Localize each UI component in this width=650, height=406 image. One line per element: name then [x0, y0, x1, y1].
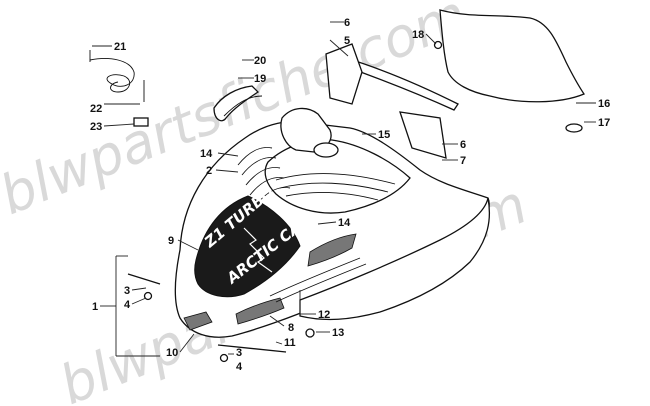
callout-16: 16: [598, 98, 610, 110]
callout-6-upper: 6: [344, 17, 350, 29]
hood-handle-grip: [223, 95, 263, 117]
bracket-23: [133, 117, 149, 127]
hood-assembly: Z1 TURBO ARCTIC CAT: [174, 107, 491, 338]
callout-4-upper: 4: [124, 299, 131, 311]
front-grille-left: [183, 311, 213, 331]
callout-4-lower: 4: [236, 361, 243, 373]
callout-18: 18: [412, 29, 424, 41]
pin-11: [217, 344, 287, 353]
callout-19: 19: [254, 73, 266, 85]
decal-lightning: [243, 227, 273, 273]
callout-2: 2: [206, 165, 212, 177]
callout-22: 22: [90, 103, 102, 115]
side-grille: [307, 233, 357, 267]
windshield: [439, 9, 585, 103]
gauge-bezel: [313, 142, 339, 158]
callout-3-lower: 3: [236, 347, 242, 359]
front-grille-center: [235, 297, 285, 325]
callout-5: 5: [344, 35, 350, 47]
windshield-side-panel-upper: [325, 43, 363, 105]
leader-lines: [92, 21, 596, 357]
screw-18: [433, 40, 443, 50]
callout-11: 11: [284, 337, 296, 349]
side-stripes: [269, 257, 367, 303]
callout-1: 1: [92, 301, 98, 313]
callout-17: 17: [598, 117, 610, 129]
callout-13: 13: [332, 327, 344, 339]
callout-21: 21: [114, 41, 126, 53]
callout-10: 10: [166, 347, 178, 359]
callout-6-lower: 6: [460, 139, 466, 151]
hood-vent-ribs: [275, 173, 396, 201]
windshield-side-panel-lower: [399, 111, 447, 159]
callouts: 21 22 23 20 19 6 5 18 16 17 15 6 7 14 2 …: [90, 17, 610, 373]
grommet-17: [565, 123, 583, 133]
callout-9: 9: [168, 235, 174, 247]
callout-14-lower: 14: [338, 217, 351, 229]
callout-23: 23: [90, 121, 102, 133]
callout-14-upper: 14: [200, 148, 213, 160]
callout-7: 7: [460, 155, 466, 167]
hood-handle: [213, 85, 260, 122]
callout-3-upper: 3: [124, 285, 130, 297]
nut-13: [305, 328, 315, 338]
callout-8: 8: [288, 322, 294, 334]
callout-20: 20: [254, 55, 266, 67]
hood-decal-panel: [194, 195, 301, 298]
clip-4-lower: [219, 353, 229, 363]
callout-15: 15: [378, 129, 390, 141]
hood-side-panel: [299, 197, 491, 321]
pin-3-upper: [127, 273, 161, 285]
tether-spring: [89, 50, 145, 102]
clip-4-upper: [143, 291, 153, 301]
windshield-trim-strip: [343, 57, 459, 111]
callout-12: 12: [318, 309, 330, 321]
